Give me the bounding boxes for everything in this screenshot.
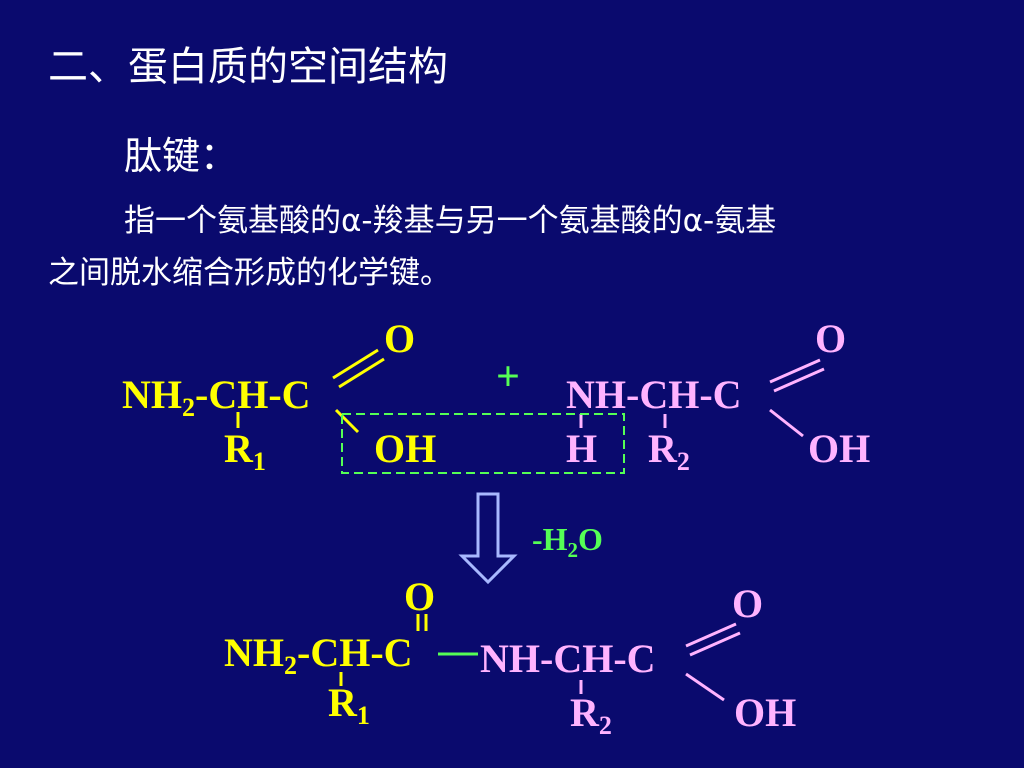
plus-sign: + [496,354,520,400]
product-amine-group: NH2-CH-C [224,630,413,680]
reactant-amino-acid-2: NH-CH-C H O OH R2 [566,316,870,476]
aa2-double-bond-a [769,358,821,384]
aa2-oh-bond [769,408,804,438]
product-carbonyl-oxygen-2: O [732,581,763,626]
subtitle-peptide-bond: 肽键： [124,134,239,178]
product-r2-group: R2 [570,690,612,740]
aa2-amine-hydrogen: H [566,426,597,471]
reaction-arrow-icon [458,492,518,585]
aa2-bonds [579,358,825,438]
water-loss-label: -H2O [532,521,603,562]
product-residue-2: NH-CH-C O OH R2 [480,581,796,740]
product-hydroxyl: OH [734,690,796,735]
aa2-hydroxyl: OH [808,426,870,471]
aa1-hydroxyl: OH [374,426,436,471]
slide-title: 二、蛋白质的空间结构 [48,44,448,90]
aa1-oh-bond [334,408,360,434]
aa2-carbonyl-oxygen: O [815,316,846,361]
product-residue-1: NH2-CH-C O R1 [224,574,435,730]
product-r1-group: R1 [328,680,370,730]
product-acid-double-bond-b [689,631,741,657]
product-carbonyl-oxygen-1: O [404,574,435,619]
aa1-r-group: R1 [224,426,266,476]
product-residue-2-bonds [579,622,741,702]
water-removal-box [341,413,625,474]
aa1-double-bond-b [338,357,385,389]
definition-line-2: 之间脱水缩合形成的化学键。 [48,255,451,291]
product-acid-double-bond-a [685,622,737,648]
aa1-double-bond-a [332,348,379,380]
aa2-double-bond-b [773,367,825,393]
aa1-amine-group: NH2-CH-C [122,372,311,422]
aa2-r-group: R2 [648,426,690,476]
reactant-amino-acid-1: NH2-CH-C O OH R1 [122,316,436,476]
aa2-amine-chain: NH-CH-C [566,372,742,417]
product-oh-bond [685,672,725,702]
aa1-carbonyl-oxygen: O [384,316,415,361]
product-residue-1-bonds [339,614,428,686]
product-nh-chain: NH-CH-C [480,636,656,681]
definition-line-1: 指一个氨基酸的α-羧基与另一个氨基酸的α-氨基 [124,203,777,239]
aa1-bonds [236,348,385,434]
